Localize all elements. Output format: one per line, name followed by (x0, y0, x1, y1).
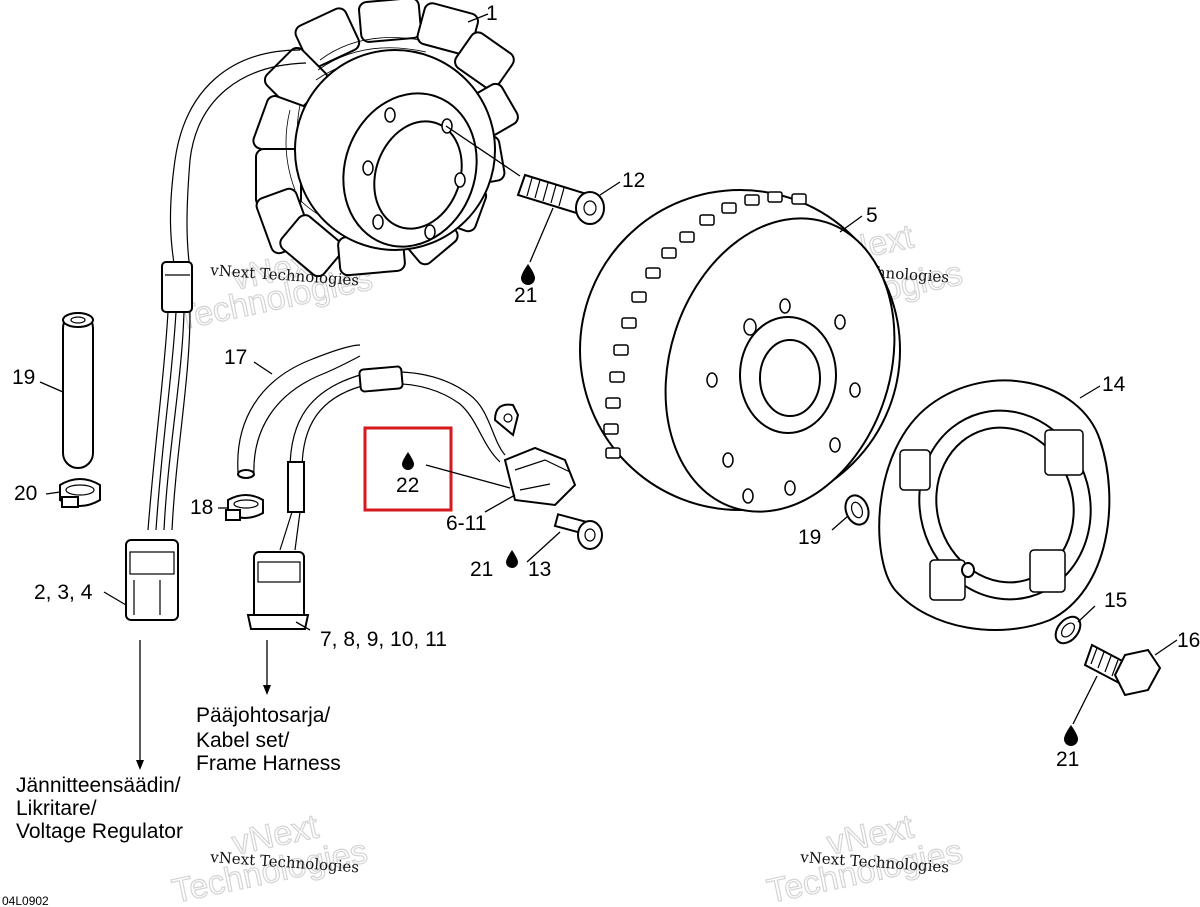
tube-part-19 (62, 312, 94, 469)
callout-2-3-4: 2, 3, 4 (34, 581, 93, 604)
callout-22: 22 (396, 474, 419, 497)
callout-18: 18 (190, 496, 213, 519)
washer-part-19-right (844, 494, 870, 526)
washer-part-15 (1054, 615, 1082, 645)
flywheel-part-5 (579, 189, 901, 513)
callout-15: 15 (1104, 589, 1127, 612)
lubricant-drop-icon-22 (402, 452, 414, 470)
callout-16: 16 (1177, 629, 1200, 652)
bolt-part-16 (1083, 643, 1162, 697)
callout-labels: 1 12 21 5 14 19 17 20 18 22 6-11 21 13 2… (12, 2, 1200, 771)
stator-part (252, 0, 519, 278)
callout-5: 5 (866, 204, 878, 227)
hose-part-17 (237, 344, 361, 479)
highlight-box-22 (363, 426, 453, 512)
callout-6-11: 6-11 (446, 512, 486, 535)
diagram-code: 04L0902 (2, 894, 49, 907)
screw-part-13 (553, 513, 603, 550)
callout-19-right: 19 (798, 526, 821, 549)
callout-14: 14 (1102, 373, 1126, 396)
cover-part-14 (878, 379, 1111, 631)
clamp-part-18 (225, 494, 264, 521)
lubricant-drop-icon-16 (1064, 725, 1078, 746)
clamp-part-20 (59, 478, 101, 508)
sensor-part-6-11 (493, 403, 577, 507)
callout-21-bottom: 21 (1056, 748, 1079, 771)
harness-label-line3: Frame Harness (196, 752, 341, 775)
harness-label: Pääjohtosarja/ Kabel set/ Frame Harness (196, 704, 341, 775)
callout-20: 20 (14, 482, 37, 505)
lubricant-drop-icon-13 (506, 550, 518, 568)
bolt-part-12 (516, 173, 605, 225)
callout-19-left: 19 (12, 366, 35, 389)
callout-13: 13 (528, 558, 551, 581)
callout-12: 12 (622, 169, 645, 192)
harness-label-line2: Kabel set/ (196, 729, 290, 752)
regulator-label-line1: Jännitteensäädin/ (16, 774, 181, 797)
regulator-label: Jännitteensäädin/ Likritare/ Voltage Reg… (16, 774, 183, 843)
callout-21-mid: 21 (470, 558, 493, 581)
callout-21-top: 21 (514, 284, 537, 307)
callout-7-11: 7, 8, 9, 10, 11 (320, 628, 447, 651)
leader-lines (39, 13, 1178, 725)
regulator-label-line3: Voltage Regulator (16, 820, 183, 843)
sensor-harness-6-11 (279, 365, 506, 551)
regulator-label-line2: Likritare/ (16, 797, 97, 820)
connector-2-3-4 (125, 539, 179, 770)
callout-17: 17 (224, 346, 247, 369)
callout-1: 1 (486, 2, 498, 25)
lubricant-drop-icon-12 (521, 264, 535, 285)
stator-wires (147, 49, 307, 531)
harness-label-line1: Pääjohtosarja/ (196, 704, 330, 727)
connector-7-11 (246, 551, 310, 695)
